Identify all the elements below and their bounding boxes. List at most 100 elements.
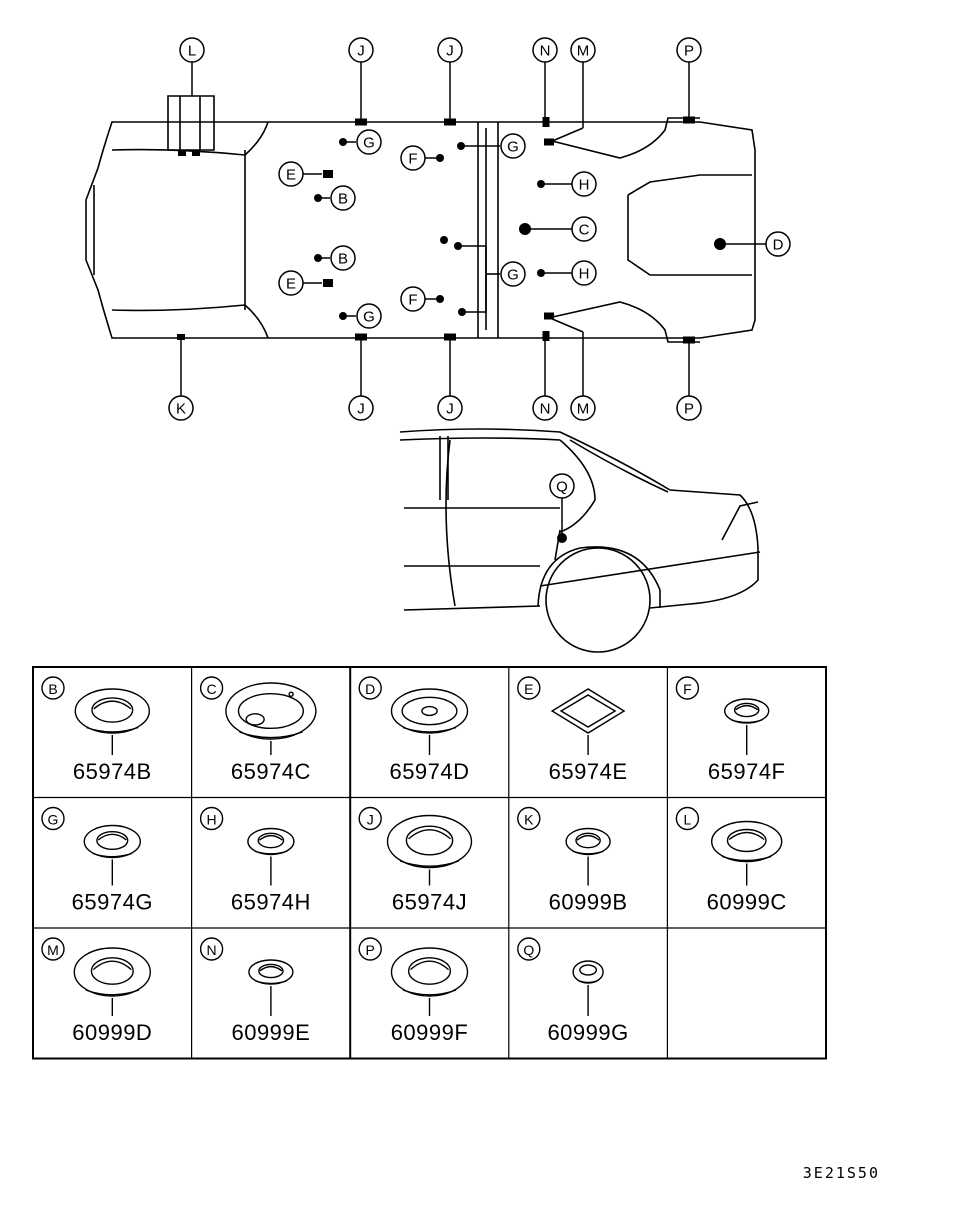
part-letter-badge: E — [517, 676, 541, 700]
callout-e1: E — [278, 161, 304, 187]
part-letter-badge: F — [675, 676, 700, 700]
part-letter-badge: B — [41, 676, 65, 700]
svg-text:D: D — [773, 237, 784, 254]
svg-text:Q: Q — [523, 942, 534, 958]
plug-marker — [542, 117, 550, 127]
svg-text:B: B — [338, 251, 348, 268]
grommet-icon — [74, 688, 151, 734]
callout-p_top: P — [676, 37, 702, 63]
svg-text:P: P — [684, 43, 694, 60]
svg-text:G: G — [363, 309, 375, 326]
grommet-marker — [557, 533, 567, 543]
part-number: 65974H — [231, 890, 311, 915]
part-letter-badge: L — [675, 806, 700, 831]
part-number: 60999G — [547, 1020, 628, 1045]
callout-g2: G — [500, 133, 526, 159]
grommet-marker — [458, 308, 466, 316]
svg-text:H: H — [579, 177, 590, 194]
svg-text:J: J — [446, 401, 454, 418]
grommet-icon — [83, 824, 142, 859]
svg-text:H: H — [579, 266, 590, 283]
part-letter-badge: C — [199, 676, 224, 700]
plug-marker — [323, 279, 333, 287]
callout-f1: F — [400, 145, 426, 171]
leader-line — [549, 127, 584, 143]
leader-line — [549, 317, 584, 333]
svg-text:F: F — [683, 681, 692, 697]
plug-marker — [178, 150, 186, 156]
svg-text:L: L — [684, 812, 692, 828]
callout-d: D — [765, 231, 791, 257]
svg-text:M: M — [577, 401, 590, 418]
part-number: 65974F — [708, 759, 786, 784]
svg-text:G: G — [507, 267, 519, 284]
grommet-icon — [550, 688, 626, 734]
callout-k: K — [168, 395, 194, 421]
part-letter-badge: M — [41, 937, 65, 961]
svg-text:C: C — [579, 222, 590, 239]
part-number: 60999E — [231, 1020, 310, 1045]
callout-m_bot: M — [570, 395, 596, 421]
svg-text:N: N — [540, 43, 551, 60]
part-cell-b: B 65974B — [41, 676, 152, 784]
callout-leaders — [177, 62, 766, 543]
svg-text:B: B — [338, 191, 348, 208]
plug-marker — [544, 138, 554, 146]
part-letter-badge: Q — [517, 937, 541, 961]
grommet-marker — [440, 236, 448, 244]
svg-text:G: G — [363, 135, 375, 152]
callout-g1: G — [356, 129, 382, 155]
svg-text:F: F — [408, 151, 417, 168]
plug-marker — [544, 312, 554, 320]
diagram-code: 3E21S50 — [803, 1164, 880, 1182]
svg-text:J: J — [446, 43, 454, 60]
callout-l: L — [179, 37, 205, 63]
grommet-icon — [247, 827, 295, 856]
plug-marker — [444, 118, 456, 126]
svg-text:D: D — [365, 681, 375, 697]
grommet-icon — [390, 688, 469, 734]
svg-text:G: G — [507, 139, 519, 156]
grommet-icon — [73, 947, 152, 997]
callout-j4: J — [437, 395, 463, 421]
callout-g4: G — [356, 303, 382, 329]
svg-text:C: C — [207, 681, 217, 697]
callout-j2: J — [437, 37, 463, 63]
part-number: 60999B — [549, 890, 628, 915]
part-number: 65974B — [73, 759, 152, 784]
callout-j3: J — [348, 395, 374, 421]
grommet-icon — [225, 682, 317, 740]
grommet-marker — [454, 242, 462, 250]
plug-marker — [683, 116, 695, 124]
svg-text:L: L — [188, 43, 196, 60]
part-number: 65974J — [392, 890, 467, 915]
part-cell-e: E 65974E — [517, 676, 628, 784]
underbody-outline — [85, 95, 756, 343]
svg-text:P: P — [684, 401, 694, 418]
svg-text:F: F — [408, 292, 417, 309]
callout-b2: B — [330, 245, 356, 271]
svg-text:P: P — [366, 942, 375, 958]
part-letter-badge: P — [358, 937, 382, 961]
callout-j1: J — [348, 37, 374, 63]
grommet-icon — [565, 827, 611, 856]
part-cell-k: K 60999B — [517, 806, 628, 915]
svg-text:B: B — [48, 681, 57, 697]
callout-h1: H — [571, 171, 597, 197]
part-number: 60999F — [391, 1020, 469, 1045]
callout-q: Q — [549, 473, 575, 499]
callout-e2: E — [278, 270, 304, 296]
svg-text:K: K — [524, 812, 534, 828]
callout-c: C — [571, 216, 597, 242]
part-number: 65974E — [549, 759, 628, 784]
grommet-icon — [386, 814, 473, 869]
svg-text:Q: Q — [556, 479, 568, 496]
